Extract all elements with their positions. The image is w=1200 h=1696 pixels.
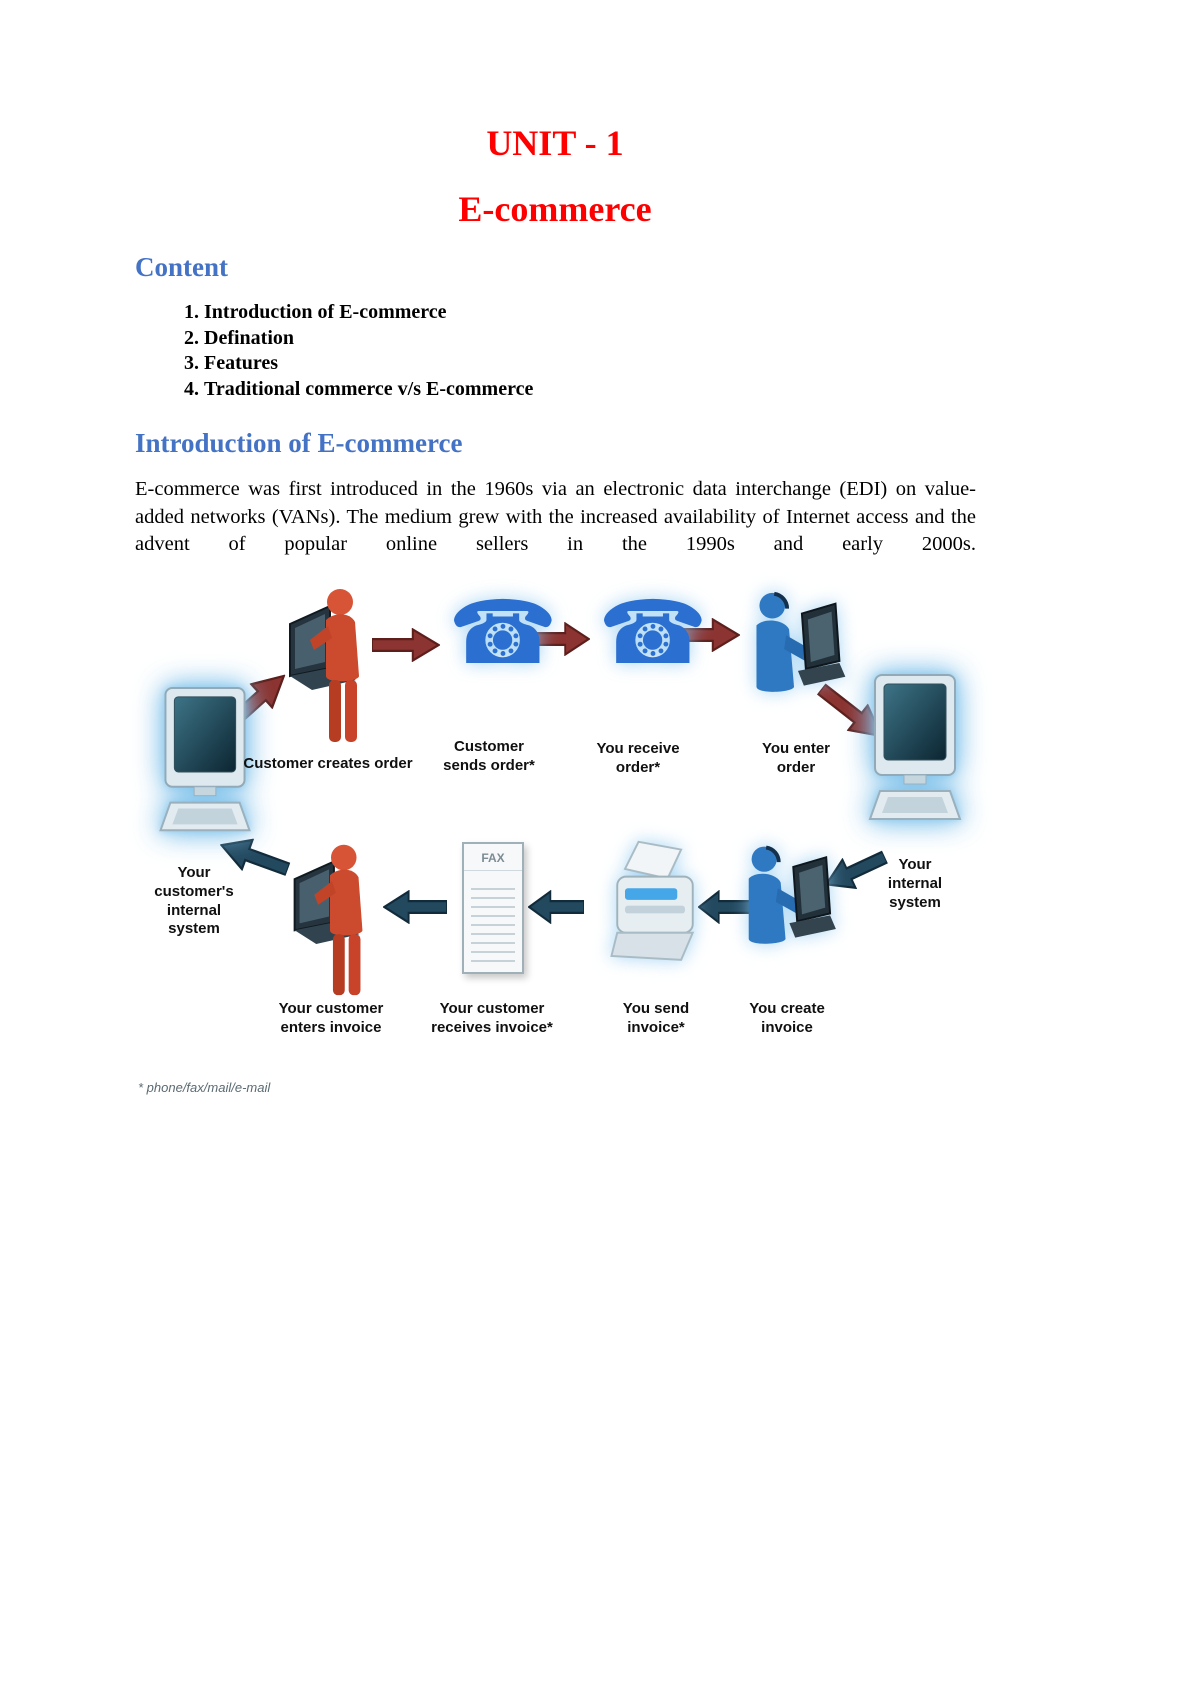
arrow-down-right-icon: [816, 682, 884, 738]
arrow-up-left-icon: [219, 838, 292, 877]
content-heading: Content: [135, 252, 228, 282]
phone-icon: ☎: [598, 581, 708, 684]
step-label-you-create-invoice: You create invoice: [749, 1000, 825, 1036]
content-item-3: Features: [204, 351, 533, 377]
step-label-you-receive-order: You receive order*: [596, 740, 680, 776]
step-label-customer-internal-system: Your customer's internal system: [154, 864, 234, 938]
step-label-customer-sends-order: Customer sends order*: [443, 738, 535, 774]
fax-label: FAX: [464, 844, 522, 871]
content-list: Introduction of E-commerce Defination Fe…: [168, 300, 533, 402]
step-label-customer-receives-invoice: Your customer receives invoice*: [431, 1000, 553, 1036]
arrow-right-icon: [528, 622, 590, 656]
phone-icon: ☎: [448, 581, 558, 684]
customer-with-laptop-icon: [280, 832, 380, 1004]
edi-cycle-diagram: ☎ ☎: [130, 572, 975, 1117]
introduction-heading: Introduction of E-commerce: [135, 428, 463, 458]
operator-at-computer-icon: [735, 834, 837, 989]
fax-text-lines: [471, 881, 515, 965]
step-label-customer-creates-order: Customer creates order: [243, 755, 413, 772]
printer-icon: [610, 836, 700, 986]
unit-title: UNIT - 1: [486, 123, 624, 163]
arrow-left-icon: [383, 890, 447, 924]
arrow-down-left-icon: [824, 850, 889, 890]
content-item-2: Defination: [204, 326, 533, 352]
customer-computer-icon: [158, 684, 253, 852]
step-label-you-enter-order: You enter order: [761, 740, 831, 776]
arrow-right-icon: [672, 618, 740, 652]
diagram-footnote: * phone/fax/mail/e-mail: [138, 1080, 271, 1095]
introduction-paragraph: E-commerce was first introduced in the 1…: [135, 478, 976, 555]
fax-document-icon: FAX: [462, 842, 524, 974]
internal-system-computer-icon: [868, 670, 963, 842]
step-label-customer-enters-invoice: Your customer enters invoice: [278, 1000, 384, 1036]
arrow-left-icon: [528, 890, 584, 924]
step-label-you-send-invoice: You send invoice*: [622, 1000, 690, 1036]
content-item-1: Introduction of E-commerce: [204, 300, 533, 326]
step-label-your-internal-system: Your internal system: [887, 856, 943, 911]
arrow-left-icon: [698, 890, 750, 924]
content-item-4: Traditional commerce v/s E-commerce: [204, 377, 533, 403]
customer-with-laptop-icon: [276, 576, 376, 751]
arrow-right-icon: [372, 628, 440, 662]
operator-at-computer-icon: [742, 580, 847, 738]
subject-title: E-commerce: [458, 189, 652, 229]
